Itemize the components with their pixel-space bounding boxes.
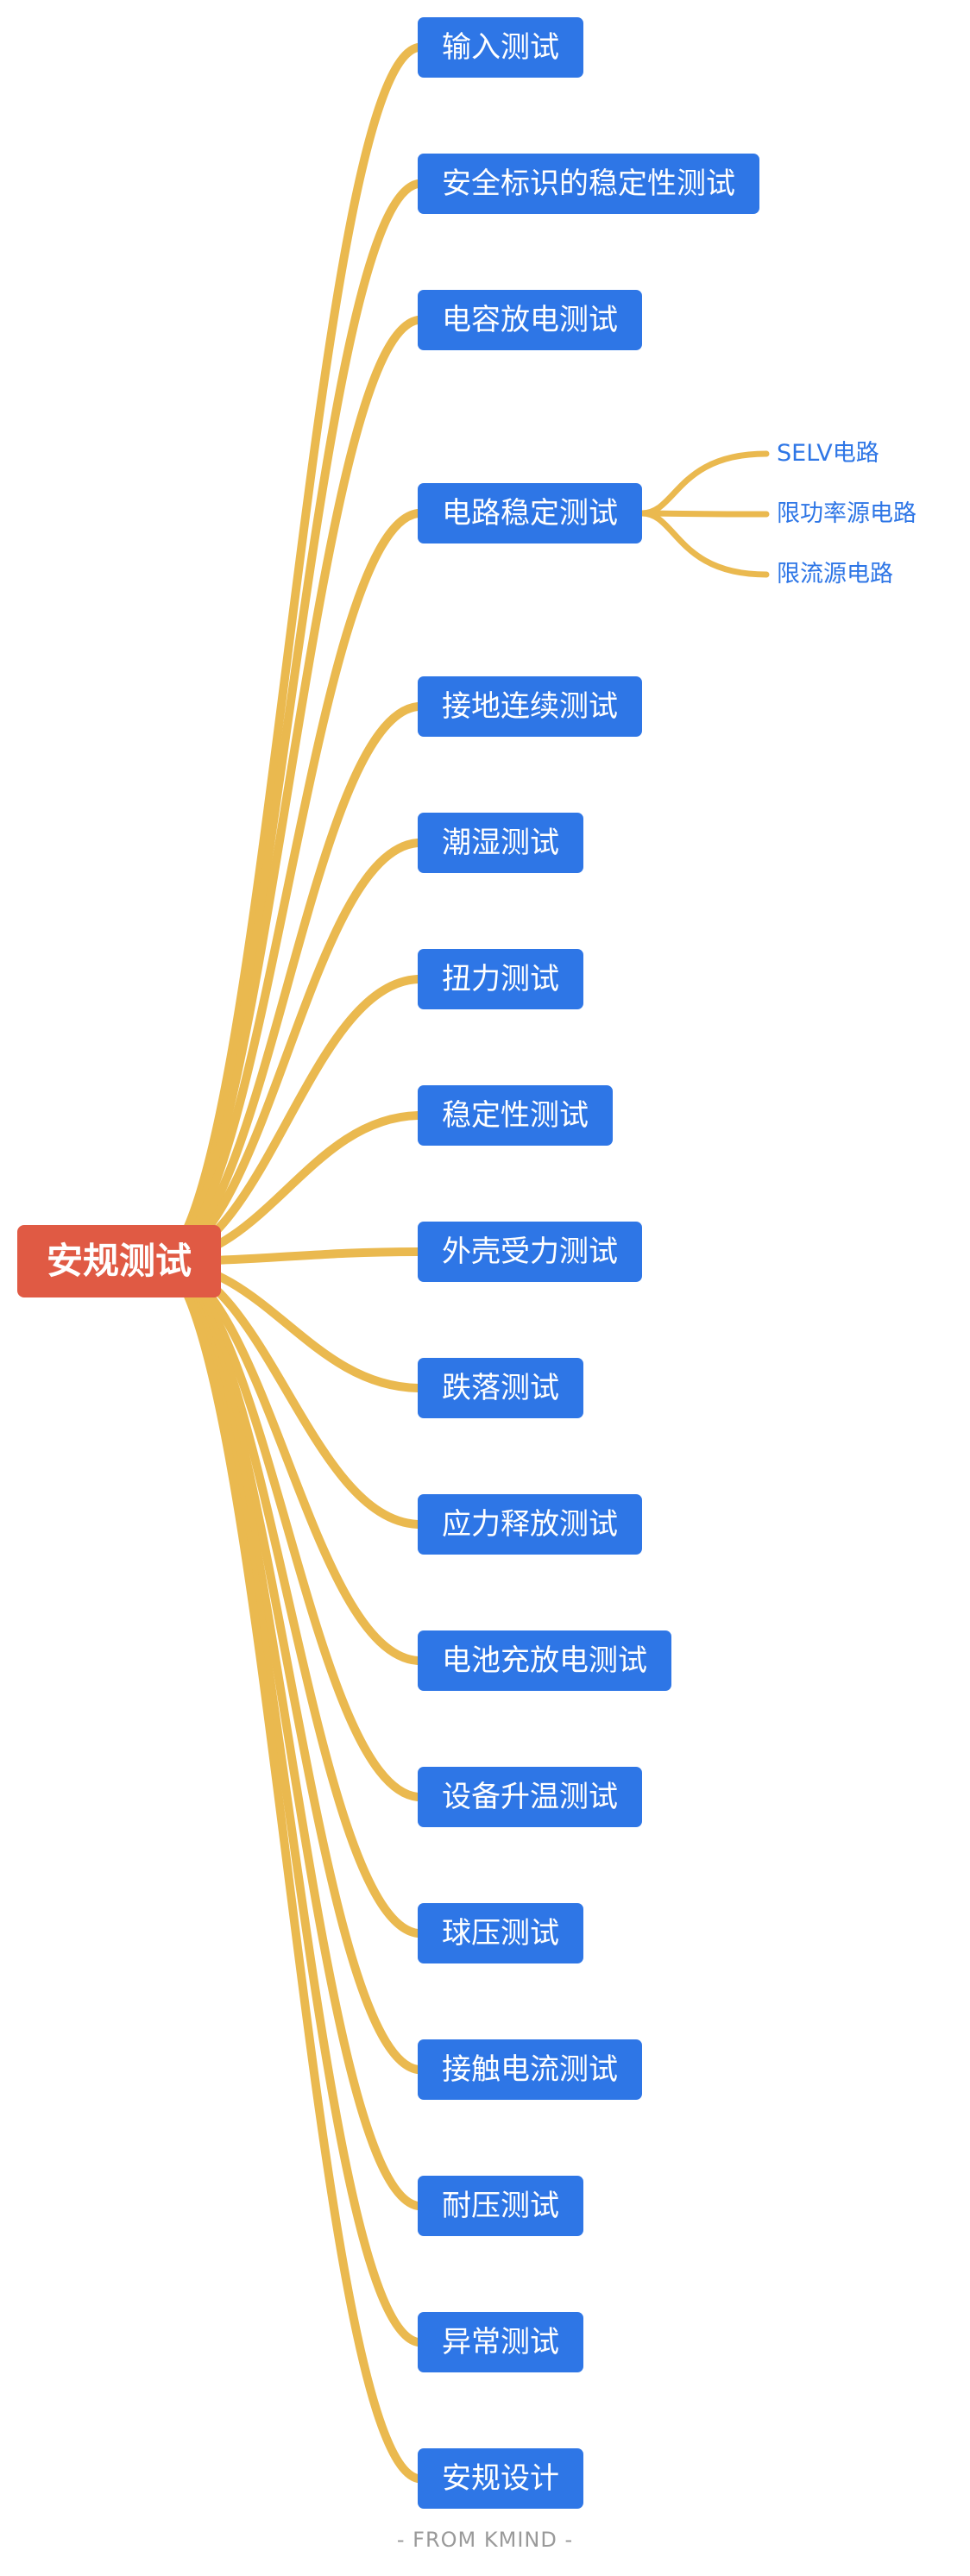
topic-node[interactable]: 跌落测试 (418, 1358, 583, 1418)
subtopic-leaf[interactable]: 限功率源电路 (777, 500, 916, 527)
subtopic-leaf[interactable]: SELV电路 (777, 440, 879, 467)
topic-node[interactable]: 应力释放测试 (418, 1494, 642, 1555)
topic-node[interactable]: 电池充放电测试 (418, 1630, 671, 1691)
topic-node[interactable]: 耐压测试 (418, 2176, 583, 2236)
topic-node[interactable]: 潮湿测试 (418, 813, 583, 873)
connector-line (639, 510, 770, 518)
subtopic-leaf[interactable]: 限流源电路 (777, 561, 893, 587)
connector-line (160, 702, 422, 1266)
topic-node[interactable]: 扭力测试 (418, 949, 583, 1009)
topic-node[interactable]: 电路稳定测试 (418, 483, 642, 543)
topic-node[interactable]: 接地连续测试 (418, 676, 642, 737)
topic-node[interactable]: 异常测试 (418, 2312, 583, 2372)
topic-node[interactable]: 设备升温测试 (418, 1767, 642, 1827)
connector-line (160, 1257, 422, 2347)
connector-line (639, 510, 770, 578)
connector-line (160, 1257, 422, 2483)
topic-node[interactable]: 安规设计 (418, 2448, 583, 2509)
connector-line (160, 316, 422, 1266)
footer-credit: - FROM KMIND - (396, 2528, 574, 2552)
connector-line (160, 509, 422, 1266)
topic-node[interactable]: 电容放电测试 (418, 290, 642, 350)
connector-line (160, 1257, 422, 1801)
topic-node[interactable]: 球压测试 (418, 1903, 583, 1963)
root-topic[interactable]: 安规测试 (17, 1225, 222, 1297)
topic-node[interactable]: 接触电流测试 (418, 2039, 642, 2100)
connector-line (160, 179, 422, 1266)
topic-node[interactable]: 稳定性测试 (418, 1085, 613, 1146)
topic-node[interactable]: 输入测试 (418, 17, 583, 78)
connector-line (639, 450, 770, 517)
topic-node[interactable]: 外壳受力测试 (418, 1222, 642, 1282)
topic-node[interactable]: 安全标识的稳定性测试 (418, 154, 759, 214)
